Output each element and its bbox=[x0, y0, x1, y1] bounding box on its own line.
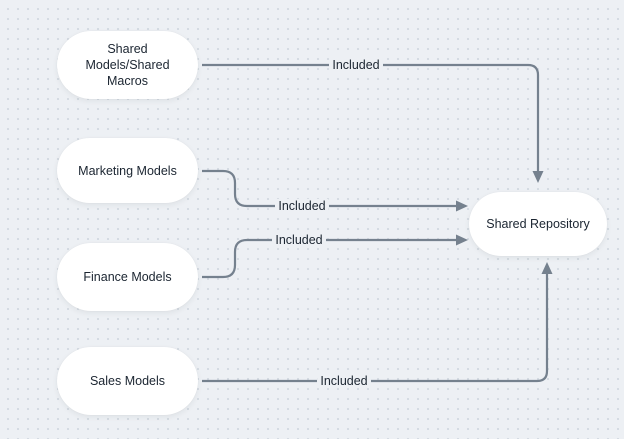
edge-line bbox=[202, 238, 272, 279]
arrowhead-up-icon bbox=[541, 262, 553, 274]
edge-shared-models-to-repository bbox=[202, 63, 544, 183]
node-shared-repository: Shared Repository bbox=[469, 192, 607, 256]
node-shared-models-macros: Shared Models/Shared Macros bbox=[57, 31, 198, 99]
edge-line bbox=[202, 169, 275, 208]
node-label: Shared Repository bbox=[486, 217, 590, 231]
edge-label-included-2: Included bbox=[275, 199, 329, 213]
edge-label-included-3: Included bbox=[272, 233, 326, 247]
edge-line bbox=[383, 63, 540, 171]
edge-marketing-to-repository bbox=[202, 169, 468, 212]
edge-line bbox=[371, 274, 549, 383]
node-sales-models: Sales Models bbox=[57, 347, 198, 415]
arrowhead-down-icon bbox=[532, 171, 544, 183]
arrowhead-right-icon bbox=[456, 200, 468, 212]
node-label-line: Shared bbox=[107, 42, 148, 56]
edge-sales-to-repository bbox=[202, 262, 553, 383]
node-label-line: Macros bbox=[107, 74, 148, 88]
node-finance-models: Finance Models bbox=[57, 243, 198, 311]
edge-label-included-4: Included bbox=[317, 374, 371, 388]
edge-label-included-1: Included bbox=[329, 58, 383, 72]
node-label: Sales Models bbox=[89, 374, 166, 388]
node-label: Shared Models/Shared Macros bbox=[85, 41, 169, 89]
node-label: Marketing Models bbox=[78, 163, 177, 178]
edge-finance-to-repository bbox=[202, 234, 468, 279]
node-label-line: Models/Shared bbox=[85, 58, 170, 72]
node-label: Finance Models bbox=[83, 270, 172, 284]
arrowhead-right-icon bbox=[456, 234, 468, 246]
node-marketing-models: Marketing Models bbox=[57, 138, 198, 203]
